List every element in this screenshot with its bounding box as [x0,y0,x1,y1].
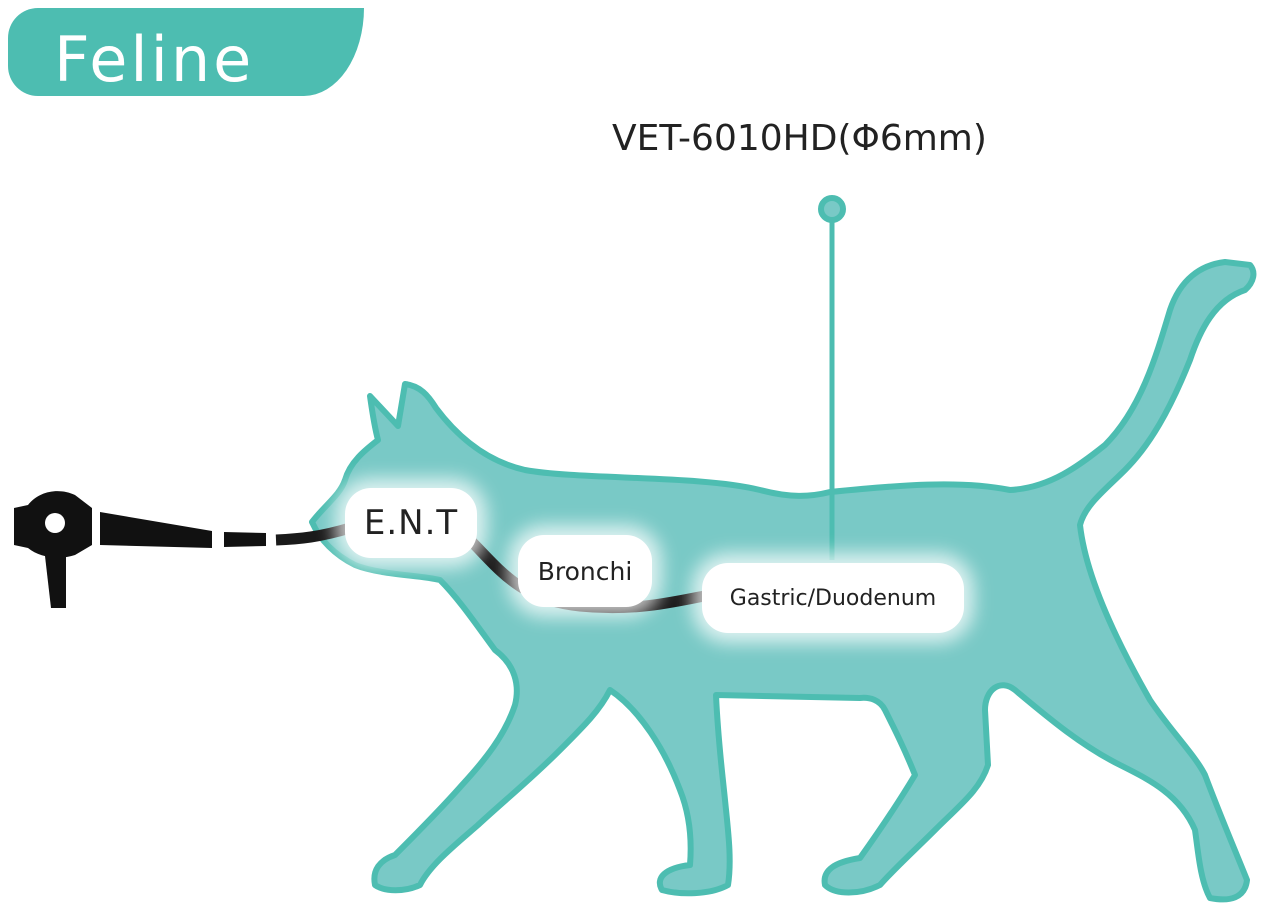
model-pointer-dot [818,195,846,223]
label-bronchi: Bronchi [518,535,652,607]
endoscope-icon [14,491,266,608]
page-title: Feline [54,23,255,96]
title-badge: Feline [8,8,364,96]
label-ent: E.N.T [345,488,477,558]
model-label: VET-6010HD(Φ6mm) [612,118,987,159]
label-gastric-duodenum: Gastric/Duodenum [702,563,964,633]
